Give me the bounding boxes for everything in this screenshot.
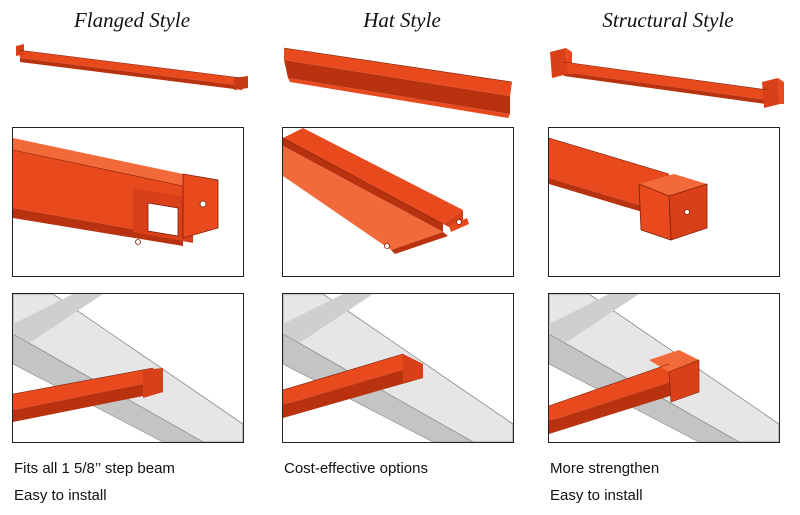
flanged-beam-illustration <box>16 44 248 90</box>
structural-style-column: Structural Style <box>548 0 788 515</box>
structural-note-install: Easy to install <box>550 487 643 504</box>
hat-style-title: Hat Style <box>363 8 441 32</box>
structural-install-illustration <box>549 294 779 442</box>
structural-install-panel <box>548 293 780 443</box>
flanged-install-illustration <box>13 294 243 442</box>
flanged-style-title: Flanged Style <box>73 8 191 32</box>
hat-style-column: Hat Style Cost-effe <box>282 0 522 515</box>
structural-notes: More strengthen Easy to install <box>550 455 790 509</box>
hat-note-cost: Cost-effective options <box>284 460 428 477</box>
hat-detail-panel <box>282 127 514 277</box>
structural-detail-illustration <box>549 137 708 241</box>
flanged-note-install: Easy to install <box>14 487 107 504</box>
flanged-notes: Fits all 1 5/8’’ step beam Easy to insta… <box>14 455 254 509</box>
structural-note-strength: More strengthen <box>550 460 660 477</box>
structural-style-title: Structural Style <box>602 8 734 32</box>
hat-install-illustration <box>283 294 513 442</box>
structural-detail-panel <box>548 127 780 277</box>
flanged-detail-panel <box>12 127 244 277</box>
flanged-note-fits: Fits all 1 5/8’’ step beam <box>14 460 175 477</box>
hat-notes: Cost-effective options <box>284 455 524 482</box>
hat-detail-illustration <box>283 128 469 254</box>
hat-install-panel <box>282 293 514 443</box>
flanged-detail-illustration <box>13 138 219 246</box>
hat-beam-illustration <box>283 47 513 118</box>
structural-beam-illustration <box>550 48 784 108</box>
flanged-install-panel <box>12 293 244 443</box>
flanged-style-column: Flanged Style <box>12 0 252 515</box>
